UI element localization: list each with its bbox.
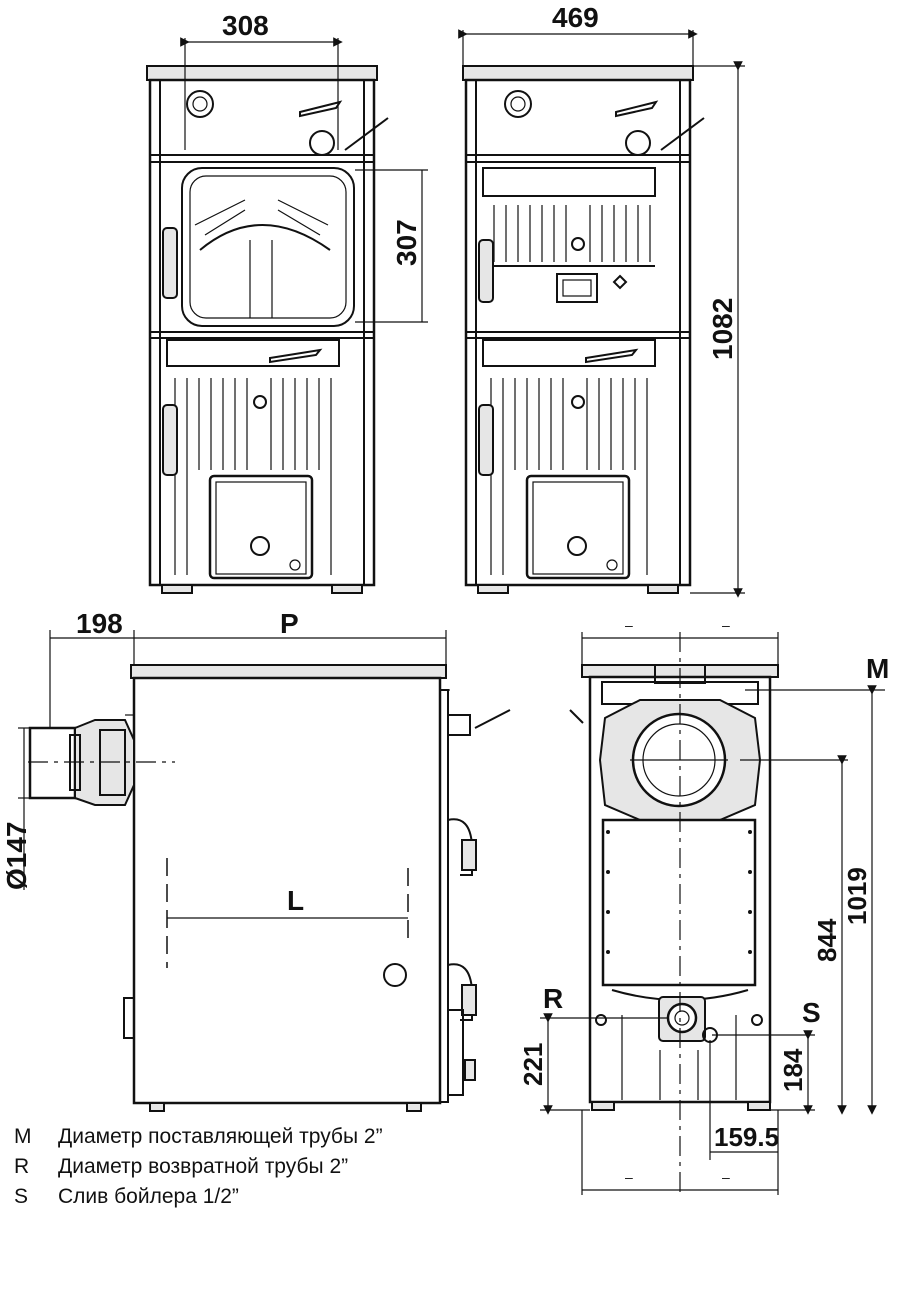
dim-text-308: 308 <box>222 10 269 41</box>
return-connection <box>666 1002 698 1034</box>
door-handle <box>162 227 178 299</box>
label-M: M <box>866 653 889 684</box>
legend-key: M <box>14 1125 32 1148</box>
legend-key: R <box>14 1155 30 1178</box>
dim-text-1019: 1019 <box>842 867 872 925</box>
brand-logo-icon <box>585 348 639 364</box>
front-view-open <box>146 65 389 594</box>
dim-text-1082: 1082 <box>707 298 738 360</box>
knob-icon <box>567 536 587 556</box>
dim-text-221: 221 <box>518 1043 548 1086</box>
dim-text-469: 469 <box>552 2 599 33</box>
ash-door <box>525 474 631 580</box>
legend-text: Диаметр поставляющей трубы 2” <box>58 1125 383 1148</box>
dim-front-width: 308 <box>180 10 343 150</box>
dim-text-tick-4: – <box>722 1169 730 1185</box>
dim-door-height: 307 <box>355 169 428 323</box>
thermometer-icon <box>186 90 214 118</box>
brand-logo-icon <box>615 100 659 118</box>
rear-view <box>569 664 779 1111</box>
legend-item-s: S Слив бойлера 1/2” <box>14 1182 394 1212</box>
dim-side-width: 469 <box>458 2 698 66</box>
dim-return-height: R 221 <box>518 983 668 1115</box>
brand-logo-icon <box>269 348 323 364</box>
dim-flue-height: 844 <box>740 755 848 1115</box>
dim-text-tick-1: – <box>625 617 633 633</box>
dim-supply-height: M 1019 <box>745 653 889 1115</box>
side-view: L <box>28 664 511 1112</box>
dim-text-P: P <box>280 608 299 639</box>
door-handle <box>162 404 178 476</box>
dim-text-307: 307 <box>391 219 422 266</box>
legend-text: Слив бойлера 1/2” <box>58 1185 239 1208</box>
thermometer-icon <box>504 90 532 118</box>
dim-flue-diameter: Ø147 <box>1 727 32 891</box>
burner-assembly <box>28 714 135 806</box>
dim-total-height: 1082 <box>690 61 745 598</box>
legend-key: S <box>14 1185 29 1208</box>
knob-icon <box>250 536 270 556</box>
legend-item-m: M Диаметр поставляющей трубы 2” <box>14 1122 394 1152</box>
legend-text: Диаметр возвратной трубы 2” <box>58 1155 349 1178</box>
dim-text-L: L <box>287 885 304 916</box>
door-handle <box>478 404 494 476</box>
dim-text-tick-2: – <box>722 617 730 633</box>
dim-text-tick-3: – <box>625 1169 633 1185</box>
dim-text-184: 184 <box>778 1048 808 1092</box>
door-handle <box>478 239 494 303</box>
dim-drain-position: S 184 159.5 <box>709 997 821 1160</box>
dim-text-844: 844 <box>812 918 842 962</box>
fire-chamber <box>181 167 355 327</box>
brand-logo-icon <box>299 100 343 118</box>
dim-rear-width: – – – – <box>581 617 779 1195</box>
dim-text-diameter: Ø147 <box>1 822 32 891</box>
label-S: S <box>802 997 821 1028</box>
front-view-closed <box>462 65 705 594</box>
dim-text-198: 198 <box>76 608 123 639</box>
legend: M Диаметр поставляющей трубы 2” R Диамет… <box>14 1122 394 1212</box>
label-R: R <box>543 983 563 1014</box>
dim-text-159-5: 159.5 <box>714 1122 779 1152</box>
dim-depth: 198 P <box>49 608 447 728</box>
legend-item-r: R Диаметр возвратной трубы 2” <box>14 1152 394 1182</box>
ash-door <box>208 474 314 580</box>
